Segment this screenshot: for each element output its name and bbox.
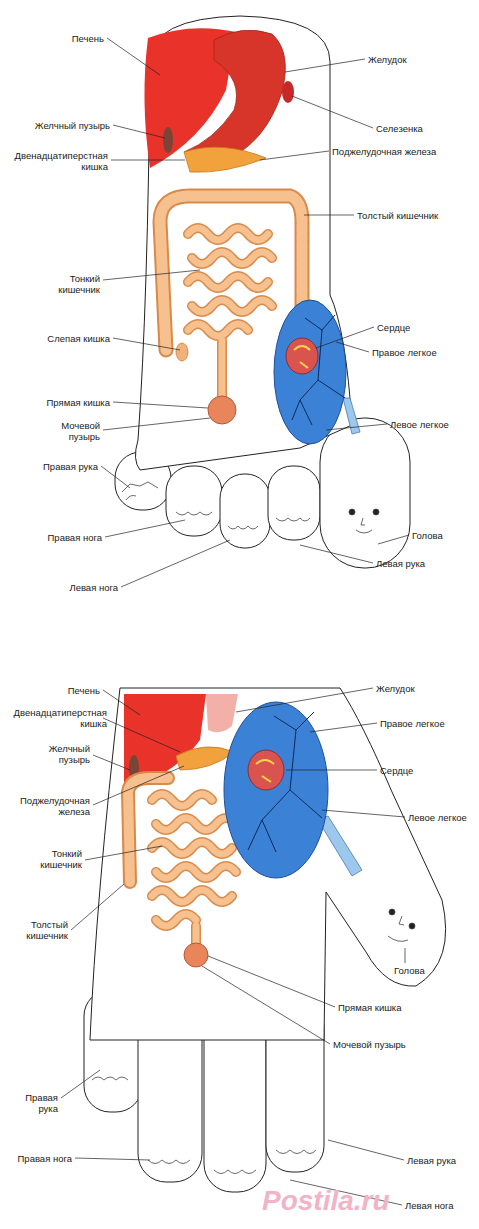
part-label: Тонкий кишечник: [42, 273, 100, 295]
part-label: Сердце: [377, 322, 410, 333]
part-label: Голова: [394, 965, 425, 976]
finger-sketches: [92, 909, 415, 1174]
part-label: Желудок: [368, 54, 407, 65]
hand-drawing: [84, 688, 446, 1192]
part-label: Двенадцатиперстная кишка: [3, 707, 107, 729]
part-label: Левая нога: [405, 1200, 454, 1211]
part-label: Поджелудочная железа: [6, 795, 90, 817]
part-label: Двенадцатиперстная кишка: [4, 150, 108, 172]
part-label: Правое легкое: [380, 718, 445, 729]
part-label: Толстый кишечник: [8, 919, 68, 941]
part-label: Прямая кишка: [338, 1002, 401, 1013]
hand-organs: [124, 694, 362, 967]
foot-drawing: [115, 16, 410, 568]
part-label: Левая рука: [376, 558, 425, 569]
part-label: Прямая кишка: [47, 397, 110, 408]
part-label: Правая рука: [14, 1092, 58, 1114]
part-label: Левая рука: [407, 1155, 456, 1166]
part-label: Мочевой пузырь: [333, 1039, 406, 1050]
part-label: Толстый кишечник: [357, 210, 438, 221]
part-label: Желудок: [376, 683, 415, 694]
part-label: Мочевой пузырь: [44, 420, 100, 442]
part-label: Правая нога: [18, 1153, 72, 1164]
part-label: Селезенка: [376, 123, 423, 134]
part-label: Левая нога: [69, 582, 118, 593]
part-label: Желчный пузырь: [34, 743, 90, 765]
part-label: Сердце: [380, 765, 413, 776]
part-label: Правая рука: [43, 461, 98, 472]
part-label: Правая нога: [48, 532, 102, 543]
foot-leader-lines: [101, 38, 409, 587]
part-label: Слепая кишка: [47, 333, 110, 344]
part-label: Желчный пузырь: [35, 120, 110, 131]
part-label: Тонкий кишечник: [24, 848, 82, 870]
part-label: Левое легкое: [390, 419, 449, 430]
watermark: Postila.ru: [262, 1186, 390, 1216]
hand-leader-lines: [61, 688, 405, 1205]
foot-organs: [144, 28, 360, 444]
part-label: Правое легкое: [372, 347, 437, 358]
part-label: Левое легкое: [408, 812, 467, 823]
part-label: Голова: [412, 530, 443, 541]
part-label: Поджелудочная железа: [332, 146, 436, 157]
part-label: Печень: [68, 685, 100, 696]
part-label: Печень: [72, 33, 104, 44]
